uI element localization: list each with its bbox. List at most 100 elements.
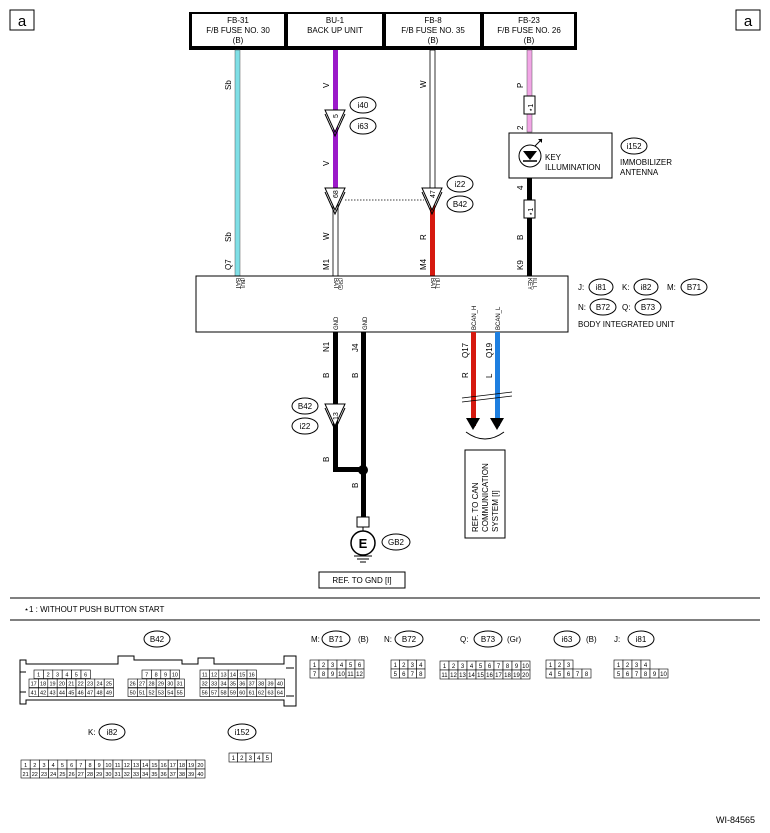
pin-number: 19 <box>188 763 194 769</box>
pin-number: 25 <box>59 772 65 778</box>
pin-number: 3 <box>635 663 639 669</box>
pin-number: 33 <box>133 772 139 778</box>
corner-box-right <box>735 9 761 31</box>
pin-cell <box>520 669 531 680</box>
pin-number: 59 <box>230 691 236 697</box>
can-ref-box <box>464 449 506 539</box>
pin-number: 9 <box>164 673 167 679</box>
pin-cell <box>174 678 185 688</box>
pin-number: 18 <box>179 763 185 769</box>
pin-number: 7 <box>576 672 580 678</box>
pin-cell <box>416 668 426 679</box>
pin-cell <box>246 669 257 679</box>
fuse-name: F/B FUSE NO. 35 <box>401 26 465 35</box>
gnd-ref-box <box>318 571 406 589</box>
pin-number: 16 <box>161 763 167 769</box>
pin-number: 13 <box>459 673 466 679</box>
pin-number: 14 <box>468 673 475 679</box>
pin-number: 8 <box>585 672 589 678</box>
pin-number: 30 <box>167 682 173 688</box>
wire-p-b: P ⋆1 2 4 ⋆1 B K9 <box>516 49 536 276</box>
pin-number: 4 <box>257 756 261 762</box>
pin-cell <box>658 668 669 679</box>
pin-number: 61 <box>249 691 255 697</box>
star-note: ⋆1 <box>528 208 535 216</box>
connector-id: i82 <box>107 728 118 737</box>
wire-color-label: B <box>322 457 331 462</box>
wire-color-label: R <box>461 372 470 378</box>
pin-number: 46 <box>78 691 84 697</box>
immobilizer-label: ANTENNA <box>620 168 659 177</box>
pin-number: 34 <box>142 772 148 778</box>
pin-number: 1 <box>443 664 447 670</box>
pin-number: 22 <box>32 772 38 778</box>
pin-number: 17 <box>31 682 37 688</box>
pin-number: 6 <box>358 663 362 669</box>
pin-number: 14 <box>230 673 236 679</box>
wire-color-label: W <box>322 232 331 240</box>
pin-label: 2 <box>516 125 525 130</box>
connector-pin: 5 <box>333 114 340 118</box>
svg-text:B73: B73 <box>641 303 656 312</box>
key-illumination-block: KEY ILLUMINATION <box>508 132 613 179</box>
pin-number: 39 <box>188 772 194 778</box>
corner-box-left <box>9 9 35 31</box>
key-illum-label: KEY <box>545 153 562 162</box>
svg-text:J:: J: <box>578 283 584 292</box>
pin-number: 29 <box>158 682 164 688</box>
svg-text:Q:: Q: <box>622 303 630 312</box>
pin-number: 53 <box>158 691 164 697</box>
svg-text:M:: M: <box>667 283 676 292</box>
pin-number: 40 <box>277 682 283 688</box>
pin-number: 63 <box>267 691 273 697</box>
pin-number: 22 <box>78 682 84 688</box>
pin-number: 14 <box>142 763 148 769</box>
pin-number: 20 <box>197 763 203 769</box>
pin-number: 26 <box>130 682 136 688</box>
pin-label: Q17 <box>461 342 470 358</box>
pin-number: 6 <box>84 673 87 679</box>
pin-label: K9 <box>516 260 525 270</box>
pin-number: 3 <box>411 663 415 669</box>
pin-number: 36 <box>161 772 167 778</box>
connector-oval <box>291 417 319 435</box>
svg-text:i82: i82 <box>641 283 652 292</box>
pin-number: 56 <box>202 691 208 697</box>
pin-number: 12 <box>450 673 457 679</box>
connector-oval <box>349 117 377 135</box>
terminal-label: ILL L <box>531 278 537 289</box>
pin-number: 29 <box>96 772 102 778</box>
pin-number: 5 <box>617 672 621 678</box>
wire-color-label: V <box>322 160 331 166</box>
pin-number: 12 <box>211 673 217 679</box>
pin-number: 7 <box>411 672 415 678</box>
connector-id: B42 <box>150 635 165 644</box>
pin-cell <box>354 668 365 679</box>
fuse-tag: (B) <box>428 36 439 45</box>
pin-number: 48 <box>96 691 102 697</box>
pin-number: 27 <box>139 682 145 688</box>
pin-number: 3 <box>42 763 45 769</box>
fuse-id: BU-1 <box>326 16 345 25</box>
terminal-label: BAT <box>429 278 435 290</box>
pin-number: 5 <box>75 673 78 679</box>
wire-color-label: Sb <box>224 80 233 90</box>
pin-number: 3 <box>567 663 571 669</box>
connector-prefix: M: <box>311 635 320 644</box>
pin-number: 4 <box>65 673 68 679</box>
terminal-label: BCAN_L <box>496 306 502 330</box>
connector-oval <box>446 195 474 213</box>
terminal-label: GND <box>334 316 340 330</box>
pin-number: 4 <box>644 663 648 669</box>
svg-text:B72: B72 <box>596 303 611 312</box>
pin-number: 7 <box>497 664 501 670</box>
pin-number: 42 <box>40 691 46 697</box>
footnote: ⋆1 : WITHOUT PUSH BUTTON START <box>24 605 165 614</box>
pin-number: 9 <box>331 672 335 678</box>
pin-number: 26 <box>69 772 75 778</box>
pin-number: 37 <box>170 772 176 778</box>
pin-number: 23 <box>41 772 47 778</box>
pin-number: 33 <box>211 682 217 688</box>
